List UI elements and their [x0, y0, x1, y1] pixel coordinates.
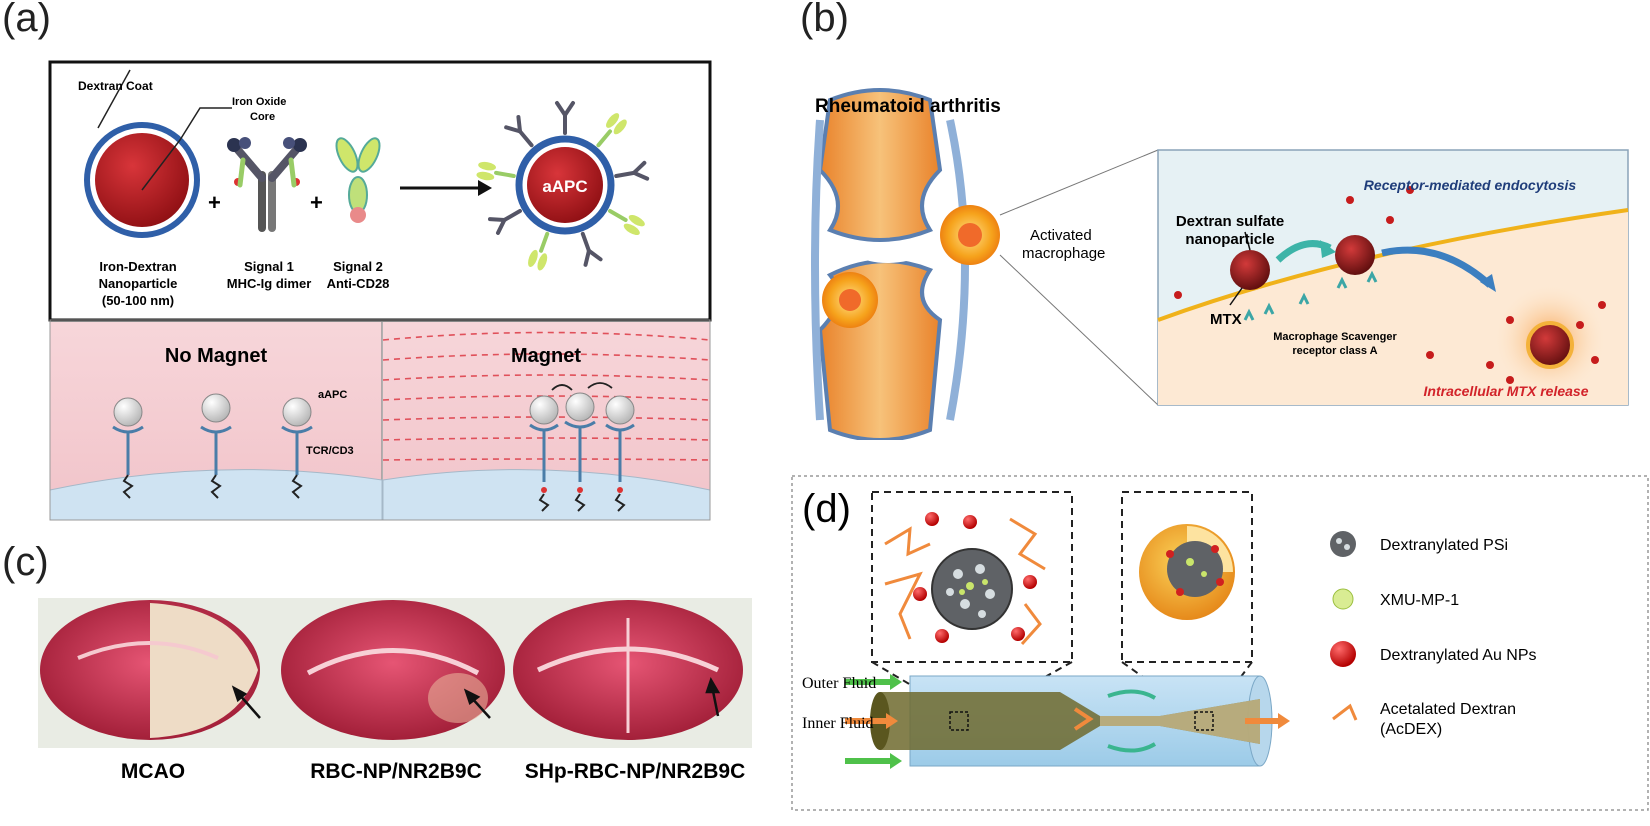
msr-label-2: receptor class A [1292, 345, 1377, 357]
ra-title: Rheumatoid arthritis [815, 96, 1001, 117]
panel-c-letter: (c) [2, 540, 49, 584]
activated-label-1: Activated [1030, 227, 1092, 244]
aapc-particle [515, 135, 615, 235]
mtx-dots [1174, 186, 1606, 384]
tcr-receptors-magnet [529, 420, 635, 482]
label-rbc-np: RBC-NP/NR2B9C [310, 760, 482, 783]
legend-acdex-label-2: (AcDEX) [1380, 721, 1442, 738]
no-magnet-label: No Magnet [165, 345, 268, 367]
signal1-label-1: Signal 1 [244, 259, 294, 274]
legend-psi-label: Dextranylated PSi [1380, 537, 1508, 554]
iron-oxide-label-1: Iron Oxide [232, 96, 286, 108]
brain-slice-shp [513, 600, 743, 740]
np-label-2: Nanoparticle [99, 276, 178, 291]
joint-illustration [811, 88, 969, 440]
dsn-label-1: Dextran sulfate [1176, 213, 1284, 230]
brain-slice-rbc [281, 600, 505, 740]
label-shp-rbc-np: SHp-RBC-NP/NR2B9C [525, 760, 746, 783]
svg-text:+: + [208, 190, 221, 215]
dextran-sulfate-nanoparticle-3 [1526, 321, 1574, 369]
panel-d-letter: (d) [802, 487, 851, 531]
panel-c-photo: MCAO RBC-NP/NR2B9C SHp-RBC-NP/NR2B9C [38, 598, 752, 783]
mtx-label: MTX [1210, 311, 1242, 328]
legend-acdex-label: Acetalated Dextran [1380, 701, 1516, 718]
dsn-label-2: nanoparticle [1185, 231, 1274, 248]
panel-a-letter: (a) [2, 0, 51, 40]
legend-acdex-icon [1332, 703, 1358, 721]
lesion-arrows [231, 676, 721, 719]
msr-label-1: Macrophage Scavenger [1273, 331, 1397, 343]
outer-fluid-label: Outer Fluid [802, 675, 876, 692]
legend-xmu-label: XMU-MP-1 [1380, 592, 1459, 609]
iron-oxide-label-2: Core [250, 111, 275, 123]
inner-fluid-stream [880, 692, 1260, 750]
inner-fluid-label: Inner Fluid [802, 715, 874, 732]
scavenger-receptors [1243, 270, 1378, 321]
anti-cd28-icon [335, 137, 381, 223]
panel-b-diagram: Rheumatoid arthritis Activated macrophag… [811, 88, 1629, 440]
activated-label-2: macrophage [1022, 245, 1105, 262]
uptake-arrow-2 [1381, 246, 1493, 288]
brain-slice-mcao [40, 600, 260, 740]
svg-text:+: + [310, 190, 323, 215]
rme-label: Receptor-mediated endocytosis [1364, 177, 1577, 193]
tcr-receptors-no-magnet [112, 425, 313, 475]
signal1-label-2: MHC-Ig dimer [227, 276, 312, 291]
dextran-coat-pointer [97, 69, 131, 129]
legend-au-icon [1330, 641, 1356, 667]
acdex-strands-1 [884, 517, 1046, 646]
np-label-3: (50-100 nm) [102, 293, 174, 308]
panel-a-diagram: + + [48, 60, 712, 521]
signal2-label-2: Anti-CD28 [327, 276, 390, 291]
aapc-small-label: aAPC [318, 389, 347, 401]
aapc-center-label: aAPC [542, 177, 587, 196]
dextran-coat-label: Dextran Coat [78, 79, 153, 93]
legend-au-label: Dextranylated Au NPs [1380, 647, 1537, 664]
macrophage-icon-1 [822, 272, 878, 328]
legend-psi-icon [1330, 531, 1356, 557]
macrophage-icon-2 [940, 205, 1000, 265]
dextran-sulfate-nanoparticle-2 [1335, 235, 1375, 275]
np-label-1: Iron-Dextran [99, 259, 176, 274]
panel-b-letter: (b) [800, 0, 849, 40]
aapc-antibodies [476, 101, 650, 271]
iron-oxide-pointer [141, 107, 232, 191]
mhc-ig-dimer-icon [227, 137, 307, 232]
legend-xmu-icon [1332, 588, 1354, 610]
release-label: Intracellular MTX release [1424, 383, 1589, 399]
tcr-label: TCR/CD3 [306, 445, 354, 457]
signal2-label-1: Signal 2 [333, 259, 383, 274]
magnet-label: Magnet [511, 345, 581, 367]
panel-d-diagram: (d) Outer Fluid Inner Fluid [791, 475, 1649, 811]
panel-d-legend: Dextranylated PSi XMU-MP-1 Dextranylated… [1330, 531, 1537, 738]
label-mcao: MCAO [121, 760, 185, 783]
dextran-sulfate-nanoparticle-1 [1230, 250, 1270, 290]
flow-arrows [845, 674, 1290, 769]
